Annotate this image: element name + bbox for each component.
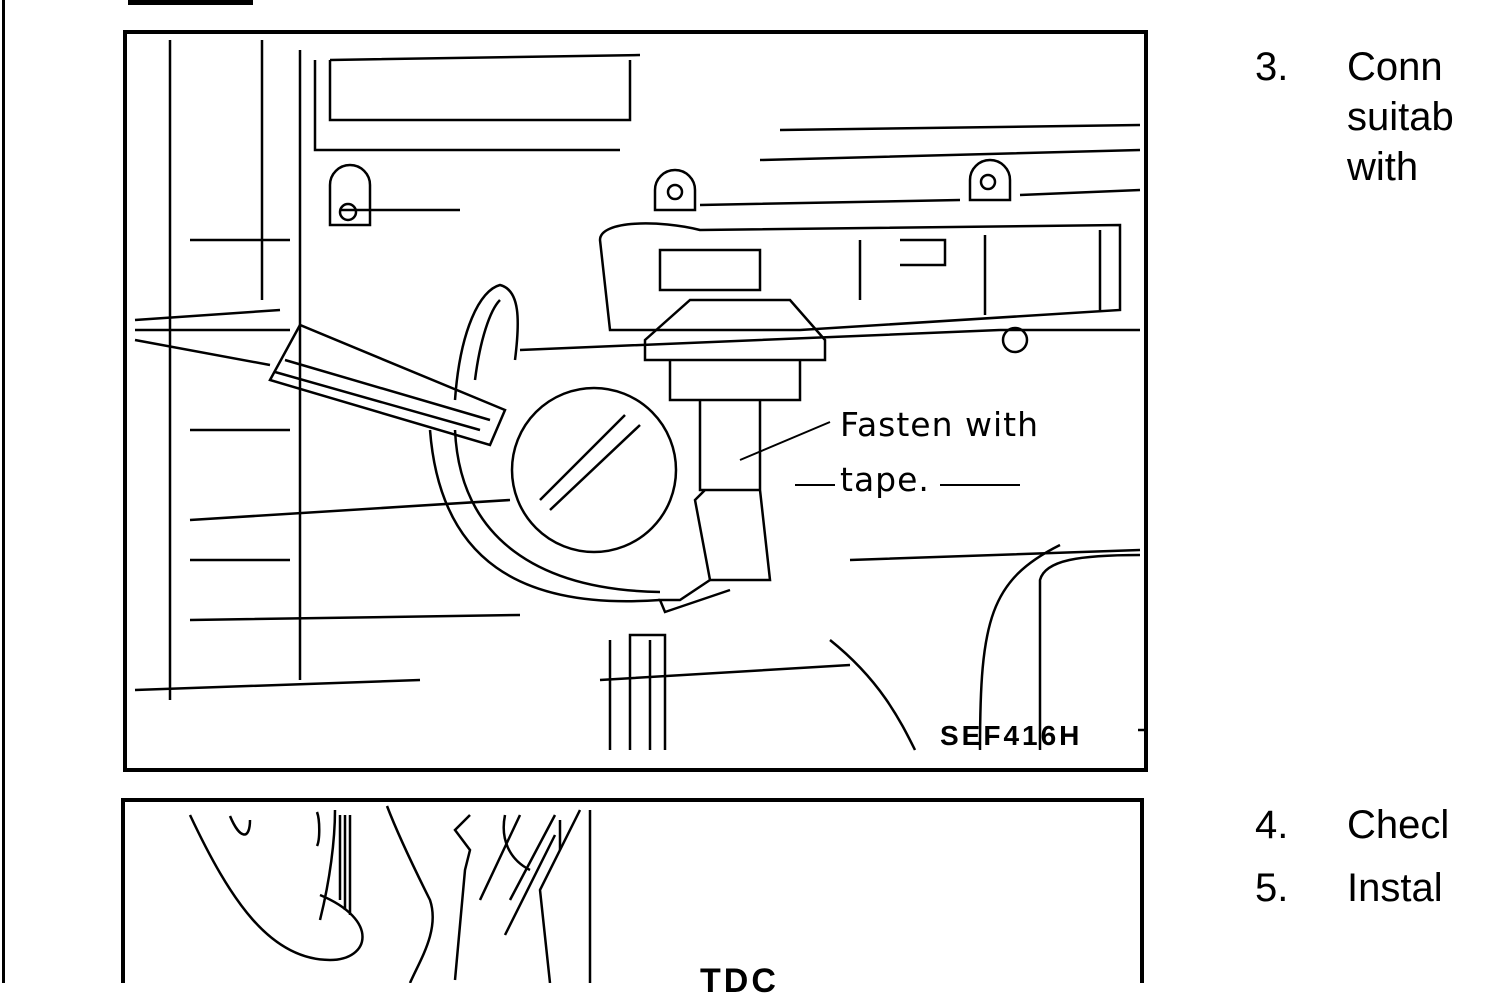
step-3-number: 3. <box>1255 45 1289 89</box>
step-5-line-1: Instal <box>1347 866 1443 910</box>
page-left-rule <box>2 0 5 983</box>
figure-1-frame <box>123 30 1148 772</box>
figure-2-frame <box>121 798 1144 983</box>
step-4-line-1: Checl <box>1347 803 1450 847</box>
step-3-line-2: suitab <box>1347 95 1454 139</box>
figure-2-callout: TDC <box>700 962 779 1000</box>
figure-1-callout-line-2: tape. <box>840 460 930 499</box>
figure-1-callout-line-1: Fasten with <box>840 405 1040 444</box>
figure-1-code: SEF416H <box>940 720 1083 751</box>
top-fragment <box>128 0 253 5</box>
step-4-number: 4. <box>1255 803 1289 847</box>
step-5-number: 5. <box>1255 866 1289 910</box>
step-3-line-1: Conn <box>1347 45 1443 89</box>
step-3-line-3: with <box>1347 145 1419 189</box>
